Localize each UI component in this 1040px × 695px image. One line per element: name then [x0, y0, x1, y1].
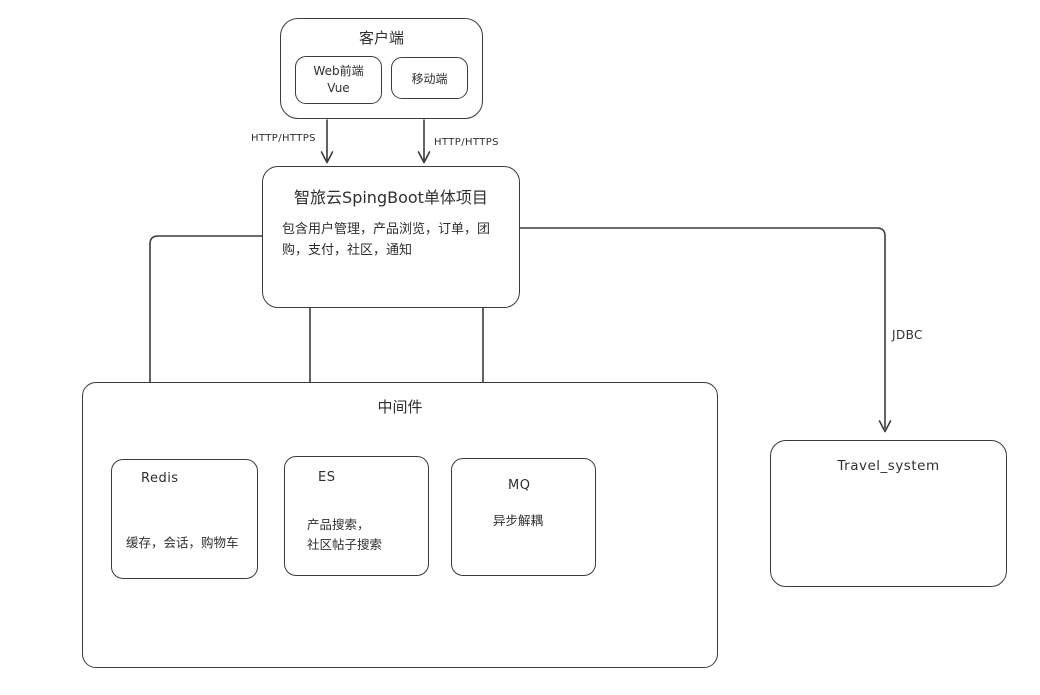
client-title: 客户端	[358, 29, 404, 47]
monolith-title: 智旅云SpingBoot单体项目	[294, 188, 488, 207]
monolith-box: 智旅云SpingBoot单体项目 包含用户管理，产品浏览，订单，团 购，支付，社…	[262, 166, 520, 308]
jdbc-label: JDBC	[892, 328, 923, 342]
web-frontend-label: Web前端 Vue	[313, 64, 364, 95]
es-description: 产品搜索， 社区帖子搜索	[307, 517, 383, 552]
mq-description: 异步解耦	[493, 513, 544, 528]
arrow-web-to-monolith	[320, 119, 334, 164]
monolith-description: 包含用户管理，产品浏览，订单，团 购，支付，社区，通知	[282, 222, 491, 259]
es-node: ES 产品搜索， 社区帖子搜索	[284, 456, 429, 576]
http-label-left: HTTP/HTTPS	[251, 133, 316, 144]
http-label-right: HTTP/HTTPS	[434, 137, 499, 148]
mq-title: MQ	[508, 478, 531, 493]
middleware-title: 中间件	[377, 398, 423, 416]
mq-node: MQ 异步解耦	[451, 458, 596, 576]
web-frontend-node: Web前端 Vue	[295, 56, 382, 104]
client-box: 客户端 Web前端 Vue 移动端	[280, 18, 483, 119]
redis-title: Redis	[141, 471, 179, 486]
redis-description: 缓存，会话，购物车	[126, 535, 239, 550]
arrow-mobile-to-monolith	[417, 119, 431, 164]
es-title: ES	[318, 470, 336, 485]
travel-system-title: Travel_system	[837, 458, 940, 474]
mobile-node: 移动端	[391, 57, 468, 99]
redis-node: Redis 缓存，会话，购物车	[111, 459, 258, 579]
middleware-container: 中间件 Redis 缓存，会话，购物车 ES 产品搜索， 社区帖子搜索 MQ 异…	[82, 382, 718, 668]
mobile-label: 移动端	[411, 72, 448, 86]
travel-system-node: Travel_system	[770, 440, 1007, 587]
